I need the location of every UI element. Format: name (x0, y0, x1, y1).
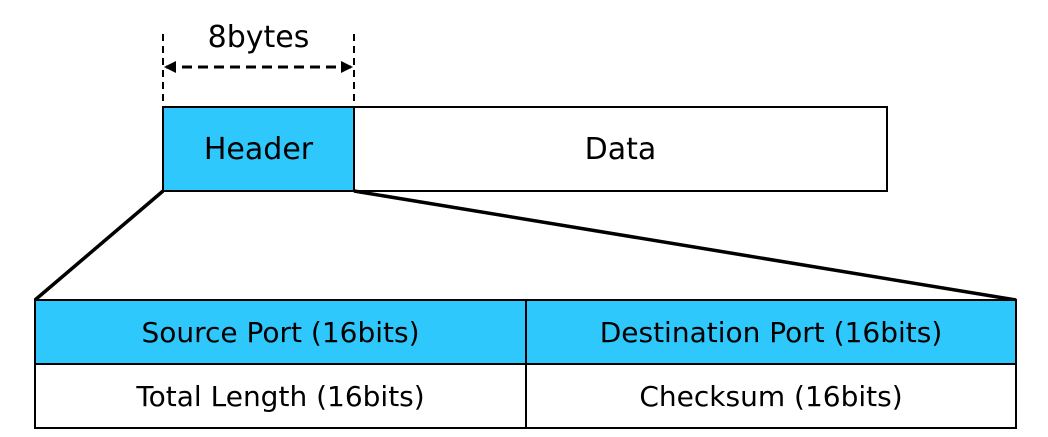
data-box (353, 106, 888, 192)
total-length-label: Total Length (16bits) (136, 379, 425, 413)
destination-port-label: Destination Port (16bits) (599, 315, 943, 349)
destination-port-cell (525, 299, 1017, 365)
header-box (162, 106, 355, 192)
total-length-cell (34, 363, 527, 429)
checksum-label: Checksum (16bits) (639, 379, 903, 413)
width-label: 8bytes (207, 19, 310, 55)
source-port-label: Source Port (16bits) (141, 315, 420, 349)
header-label: Header (203, 131, 314, 167)
data-label: Data (584, 131, 657, 167)
checksum-cell (525, 363, 1017, 429)
expand-line-left (33, 189, 165, 302)
source-port-cell (34, 299, 527, 365)
expand-line-right (353, 189, 1017, 302)
